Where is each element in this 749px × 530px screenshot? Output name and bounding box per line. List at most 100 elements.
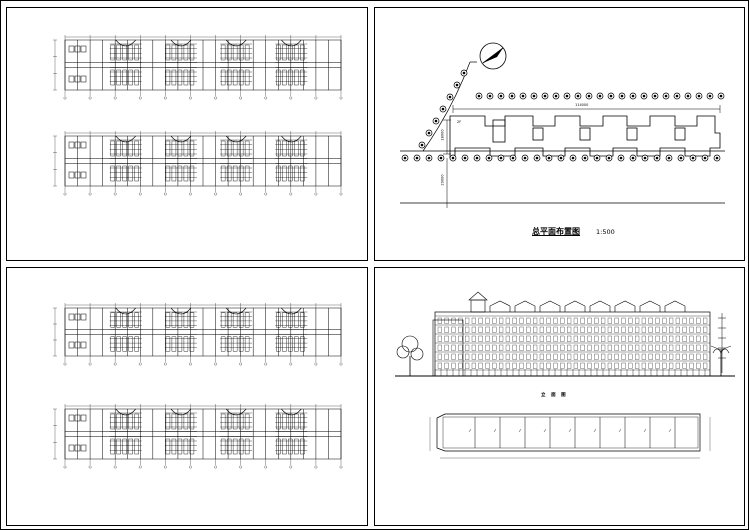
plan-axis-bubble xyxy=(239,192,242,196)
window xyxy=(539,317,544,324)
tree-icon xyxy=(439,105,447,113)
plan-room xyxy=(294,413,299,430)
plan-room xyxy=(226,312,232,328)
plan-room xyxy=(288,69,293,86)
tree-icon xyxy=(689,154,697,162)
window xyxy=(458,335,463,342)
window xyxy=(594,362,599,369)
window xyxy=(471,362,476,369)
tree-core xyxy=(691,156,695,160)
window xyxy=(621,353,626,360)
tree-core xyxy=(521,94,525,98)
window xyxy=(628,326,633,333)
gable xyxy=(639,300,661,312)
tower-roof xyxy=(468,291,488,301)
window xyxy=(451,353,456,360)
plan-room xyxy=(177,438,183,455)
window xyxy=(499,335,504,342)
tree-icon xyxy=(418,141,426,149)
window xyxy=(648,335,653,342)
window xyxy=(451,335,456,342)
plan-room xyxy=(232,69,238,86)
plan-room xyxy=(177,69,183,86)
roof-drain-arrow xyxy=(593,428,597,433)
gable xyxy=(589,300,611,312)
window xyxy=(621,335,626,342)
window xyxy=(573,344,578,351)
window xyxy=(465,335,470,342)
tree-icon xyxy=(651,92,659,100)
window xyxy=(437,362,442,369)
plan-room xyxy=(276,438,281,455)
window xyxy=(519,317,524,324)
window xyxy=(553,335,558,342)
window xyxy=(505,362,510,369)
window xyxy=(560,326,565,333)
tree-icon xyxy=(425,129,433,137)
tree-core xyxy=(595,156,599,160)
plan-axis-bubble xyxy=(164,465,167,469)
window xyxy=(478,326,483,333)
plan-axis-bubble xyxy=(214,96,217,100)
plan-room xyxy=(282,413,287,430)
plan-axis-bubble xyxy=(289,192,293,196)
plan-room xyxy=(294,69,299,86)
plan-axis-bubble xyxy=(164,362,167,366)
window xyxy=(675,344,680,351)
window xyxy=(580,344,585,351)
plan-room xyxy=(74,171,81,179)
plan-balcony xyxy=(281,39,302,47)
window xyxy=(560,317,565,324)
tree-core xyxy=(664,94,668,98)
plan-room xyxy=(276,312,281,328)
plan-room xyxy=(165,165,171,182)
window xyxy=(580,353,585,360)
plan-balcony xyxy=(225,135,247,143)
tree-core xyxy=(653,94,657,98)
site-dim-length: 114000 xyxy=(575,103,589,107)
plan-room xyxy=(244,44,250,61)
window xyxy=(628,317,633,324)
plan-room xyxy=(294,438,299,455)
plan-axis-bubble xyxy=(314,96,318,100)
tree-icon xyxy=(717,92,725,100)
window xyxy=(471,335,476,342)
trees-bottom-row xyxy=(401,154,721,162)
tree-core xyxy=(619,156,623,160)
plan-balcony xyxy=(170,39,192,47)
plan-room xyxy=(282,165,287,182)
tree-icon xyxy=(605,154,613,162)
window xyxy=(512,317,517,324)
plan-room xyxy=(288,140,293,157)
window xyxy=(444,335,449,342)
window xyxy=(675,335,680,342)
tree-icon xyxy=(563,92,571,100)
plan-room xyxy=(68,414,75,422)
site-dim-setback: 20000 xyxy=(440,174,445,186)
plan-balcony xyxy=(225,307,247,315)
plan-room xyxy=(244,140,250,157)
window xyxy=(444,317,449,324)
window xyxy=(560,344,565,351)
plan-axis-bubble xyxy=(289,96,293,100)
roof-plan xyxy=(429,413,711,459)
plan-room xyxy=(232,140,238,157)
tree-core xyxy=(448,95,452,99)
plan-axis-bubble xyxy=(264,192,268,196)
window xyxy=(512,344,517,351)
plan-room xyxy=(122,312,127,328)
tree-core xyxy=(543,94,547,98)
window xyxy=(444,362,449,369)
window xyxy=(499,344,504,351)
plan-room xyxy=(288,438,293,455)
roof-drain-arrow xyxy=(568,428,572,433)
plan-room xyxy=(110,44,115,61)
tree-icon xyxy=(665,154,673,162)
plan-balcony xyxy=(170,307,192,315)
window xyxy=(635,317,640,324)
plan-room xyxy=(220,44,226,61)
window xyxy=(655,317,660,324)
window xyxy=(648,344,653,351)
tree-icon xyxy=(509,154,517,162)
window xyxy=(641,362,646,369)
